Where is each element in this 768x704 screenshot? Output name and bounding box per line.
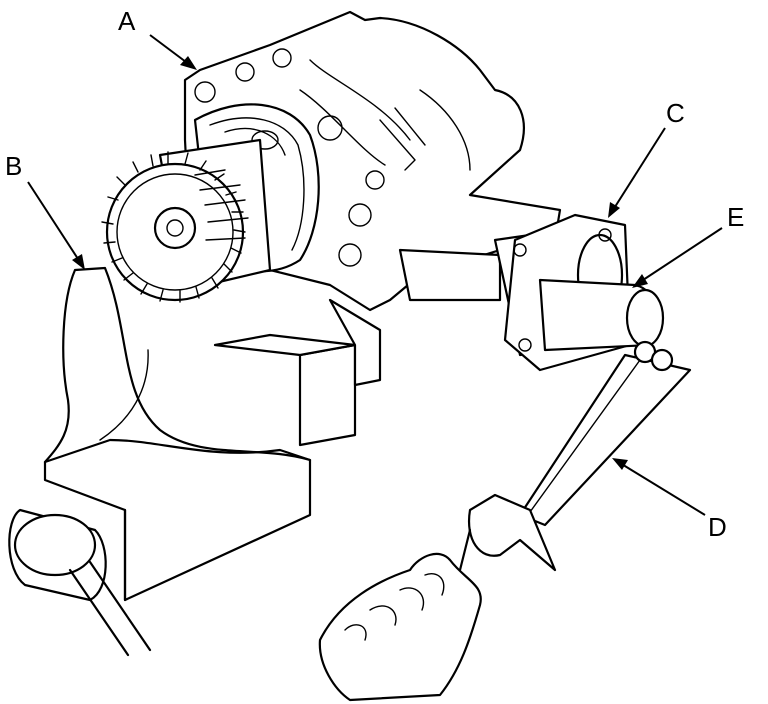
leader-b — [27, 181, 81, 263]
leader-lines — [27, 34, 723, 516]
callout-c: C — [666, 98, 685, 128]
drive-gear — [101, 138, 272, 303]
callout-a: A — [118, 6, 136, 36]
arrow-b — [72, 254, 85, 270]
hand — [318, 552, 482, 702]
callout-b: B — [5, 151, 22, 181]
bench-vise — [8, 266, 382, 657]
arrow-d — [612, 458, 628, 470]
wrench-tool — [453, 340, 692, 592]
leader-e — [639, 227, 723, 283]
leader-a — [149, 34, 191, 66]
arrow-c — [608, 202, 620, 218]
callout-e: E — [727, 202, 744, 232]
callout-d: D — [708, 512, 727, 542]
arrow-e — [632, 274, 648, 288]
output-shaft — [398, 213, 665, 372]
arrow-a — [180, 56, 197, 70]
leader-d — [619, 462, 706, 516]
leader-c — [612, 127, 666, 211]
